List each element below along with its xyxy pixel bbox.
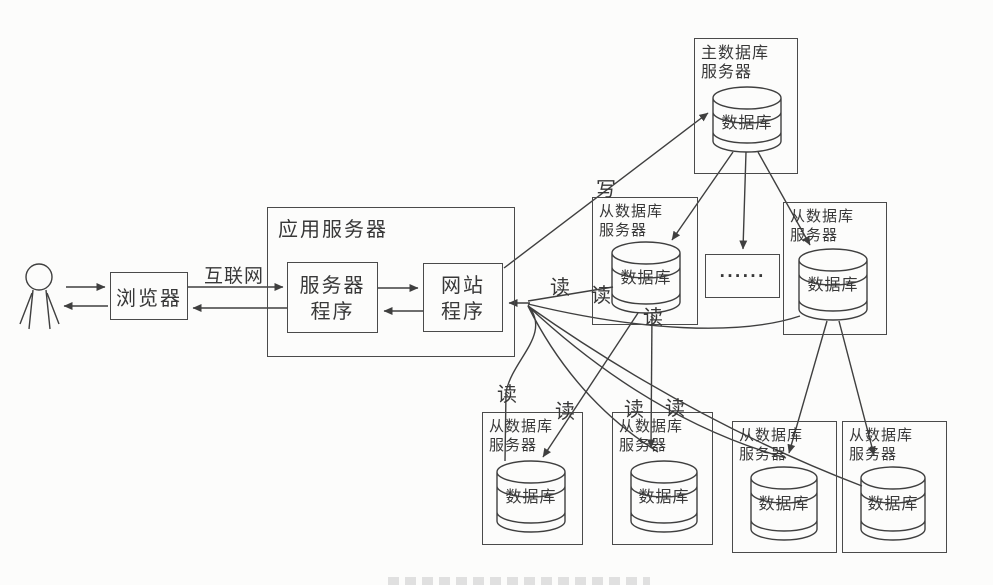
edge-master-to-ellipsis xyxy=(739,151,748,250)
read-label-7: 读 xyxy=(665,396,686,420)
slave-bottom-4-db-label: 数据库 xyxy=(867,494,919,513)
person-arm-right xyxy=(46,292,60,325)
slave-bottom-4-db-cylinder xyxy=(860,466,926,541)
slave-mid-left-db-label: 数据库 xyxy=(620,268,672,287)
slave-bottom-1-title-line2: 服务器 xyxy=(489,436,538,454)
slave-mid-left-db-cylinder xyxy=(611,241,681,314)
slave-bottom-3-db-cylinder xyxy=(750,466,818,541)
slave-bottom-1-db-label: 数据库 xyxy=(505,487,557,506)
edge-slave-mid-left-to-bottom-1 xyxy=(542,312,639,458)
slave-bottom-2-title-line2: 服务器 xyxy=(619,436,668,454)
edge-read-from-slave-bottom-3 xyxy=(527,305,787,459)
slave-mid-left-title-line1: 从数据库 xyxy=(599,202,664,220)
ellipsis-box: ······ xyxy=(705,254,780,298)
master-db-label: 数据库 xyxy=(721,113,773,132)
server-program-box: 服务器 程序 xyxy=(287,262,378,333)
person-head xyxy=(25,263,53,291)
read-label-1: 读 xyxy=(550,275,571,299)
edge-master-to-slave-mid-left xyxy=(671,151,734,241)
web-program-label-line2: 程序 xyxy=(441,298,485,323)
user-figure xyxy=(19,263,60,330)
slave-bottom-1-db-cylinder xyxy=(496,460,566,533)
slave-bottom-3-box: 从数据库 服务器 xyxy=(732,421,837,553)
person-arm-left xyxy=(19,292,33,325)
slave-mid-left-title-line2: 服务器 xyxy=(599,221,648,239)
slave-mid-right-box: 从数据库 服务器 xyxy=(783,202,887,335)
edge-slave-mid-left-to-bottom-2 xyxy=(647,312,656,449)
app-server-box: 应用服务器 xyxy=(267,207,515,357)
slave-bottom-3-db-label: 数据库 xyxy=(758,494,810,513)
edge-read-from-slave-bottom-1 xyxy=(504,304,537,462)
web-program-label-line1: 网站 xyxy=(441,272,485,297)
server-program-label-line2: 程序 xyxy=(310,298,355,323)
edge-read-from-slave-mid-left xyxy=(527,286,614,302)
web-program-box: 网站 程序 xyxy=(423,263,503,332)
slave-bottom-3-title-line2: 服务器 xyxy=(739,445,788,463)
edge-read-from-slave-mid-right xyxy=(527,303,801,329)
edge-write-to-master xyxy=(503,112,709,269)
app-server-title: 应用服务器 xyxy=(278,217,388,241)
cropped-caption-fragment xyxy=(388,577,650,585)
server-program-label-line1: 服务器 xyxy=(299,272,366,297)
slave-mid-right-title-line2: 服务器 xyxy=(790,226,839,244)
edge-slave-mid-right-to-bottom-3 xyxy=(787,320,828,454)
slave-bottom-2-db-label: 数据库 xyxy=(638,487,690,506)
slave-bottom-4-title-line1: 从数据库 xyxy=(849,426,914,444)
slave-bottom-2-title-line1: 从数据库 xyxy=(619,417,684,435)
browser-label: 浏览器 xyxy=(116,285,182,310)
read-label-2: 读 xyxy=(591,283,612,307)
read-label-3: 读 xyxy=(643,305,664,329)
person-leg-left xyxy=(28,289,34,330)
ellipsis-label: ······ xyxy=(719,267,766,285)
master-db-cylinder xyxy=(712,86,782,153)
edge-master-to-slave-mid-right xyxy=(757,151,811,246)
read-label-4: 读 xyxy=(497,382,518,406)
person-leg-right xyxy=(45,289,51,330)
slave-bottom-2-db-cylinder xyxy=(630,460,698,533)
slave-mid-right-db-label: 数据库 xyxy=(807,275,859,294)
slave-mid-left-box: 从数据库 服务器 xyxy=(592,197,698,325)
read-label-5: 读 xyxy=(555,399,576,423)
read-label-6: 读 xyxy=(624,397,645,421)
browser-box: 浏览器 xyxy=(110,272,188,320)
write-label: 写 xyxy=(596,177,617,201)
slave-bottom-1-box: 从数据库 服务器 xyxy=(482,412,583,545)
slave-bottom-4-title-line2: 服务器 xyxy=(849,445,898,463)
slave-mid-right-title-line1: 从数据库 xyxy=(790,207,855,225)
slave-bottom-2-box: 从数据库 服务器 xyxy=(612,412,713,545)
edge-read-from-slave-bottom-2 xyxy=(527,305,659,453)
slave-bottom-4-box: 从数据库 服务器 xyxy=(842,421,947,553)
internet-label: 互联网 xyxy=(204,265,265,287)
slave-bottom-3-title-line1: 从数据库 xyxy=(739,426,804,444)
master-db-server-title-line1: 主数据库 xyxy=(701,43,770,62)
slave-mid-right-db-cylinder xyxy=(798,248,868,321)
edge-read-from-slave-bottom-4 xyxy=(527,305,863,487)
master-db-server-box: 主数据库 服务器 xyxy=(694,38,798,174)
edge-slave-mid-right-to-bottom-4 xyxy=(838,320,876,456)
slave-bottom-1-title-line1: 从数据库 xyxy=(489,417,554,435)
master-db-server-title-line2: 服务器 xyxy=(701,62,753,81)
